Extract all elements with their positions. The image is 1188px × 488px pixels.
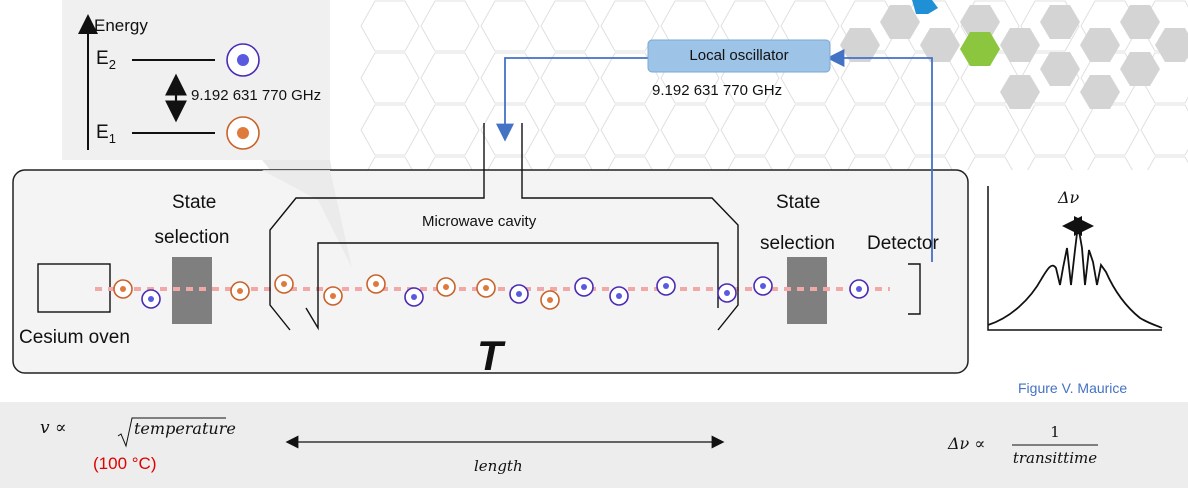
state-selector-right-magnet <box>787 257 827 324</box>
fraction-denominator: transittime <box>1012 449 1098 467</box>
ground-state-atom <box>113 279 133 299</box>
local-oscillator-label: Local oscillator <box>689 47 789 64</box>
vacuum-chamber <box>12 169 969 374</box>
state-selection-right-line2: selection <box>760 233 835 254</box>
detector-label: Detector <box>867 233 939 254</box>
excited-state-atom <box>574 277 594 297</box>
cavity-feed-line <box>496 57 650 142</box>
linewidth-proportional: Δν ∝ <box>948 434 986 453</box>
linewidth-label: Δν <box>1058 188 1080 207</box>
lower-level-symbol: E <box>96 122 109 143</box>
oscillator-frequency-label: 9.192 631 770 GHz <box>652 82 783 99</box>
feedback-line <box>826 49 933 262</box>
atom-stream <box>113 274 869 310</box>
ground-state-atom <box>540 290 560 310</box>
cesium-oven-label: Cesium oven <box>19 327 130 348</box>
transition-frequency-label: 9.192 631 770 GHz <box>191 87 322 104</box>
detector <box>908 263 921 315</box>
upper-level-symbol: E <box>96 48 109 69</box>
state-selection-left-line1: State <box>172 192 217 213</box>
ground-state-atom <box>366 274 386 294</box>
resonance-plot <box>987 186 1163 331</box>
microwave-cavity-label: Microwave cavity <box>422 213 537 230</box>
transit-time-symbol: T <box>477 332 503 379</box>
hexagon-background <box>360 0 1188 170</box>
upper-level-subscript: 2 <box>108 56 116 72</box>
excited-state-atom <box>141 289 161 309</box>
ground-state-atom <box>476 278 496 298</box>
energy-axis-label: Energy <box>94 16 148 35</box>
velocity-proportional: v ∝ <box>40 418 67 438</box>
plot-axes <box>987 186 1162 331</box>
formula-band <box>0 402 1188 488</box>
ground-state-atom <box>274 274 294 294</box>
local-oscillator-box <box>647 39 831 73</box>
excited-state-atom <box>609 286 629 306</box>
state-selection-right-line1: State <box>776 192 821 213</box>
ground-state-atom <box>436 277 456 297</box>
excited-state-atom <box>509 284 529 304</box>
excited-state-atom <box>849 279 869 299</box>
ground-state-atom <box>230 281 250 301</box>
length-label: length <box>474 457 523 475</box>
upper-level-label: E2 <box>96 48 116 72</box>
green-hexagon <box>960 32 1000 66</box>
ramsey-fringe-curve <box>987 224 1163 329</box>
microwave-cavity <box>269 123 739 331</box>
sqrt-sign <box>117 417 226 448</box>
excited-state-atom <box>753 276 773 296</box>
fraction-numerator: 1 <box>1050 423 1060 441</box>
lower-level-label: E1 <box>96 122 116 146</box>
state-selection-left-line2: selection <box>154 227 230 248</box>
lower-level-subscript: 1 <box>108 130 116 146</box>
excited-state-atom <box>656 276 676 296</box>
figure-credit: Figure V. Maurice <box>1018 380 1128 396</box>
oven-temperature: (100 °C) <box>93 454 157 473</box>
temperature-radicand: temperature <box>134 419 236 438</box>
ground-state-atom <box>323 286 343 306</box>
excited-state-atom <box>717 283 737 303</box>
excited-state-atom <box>404 287 424 307</box>
blue-hexagon <box>912 0 938 14</box>
